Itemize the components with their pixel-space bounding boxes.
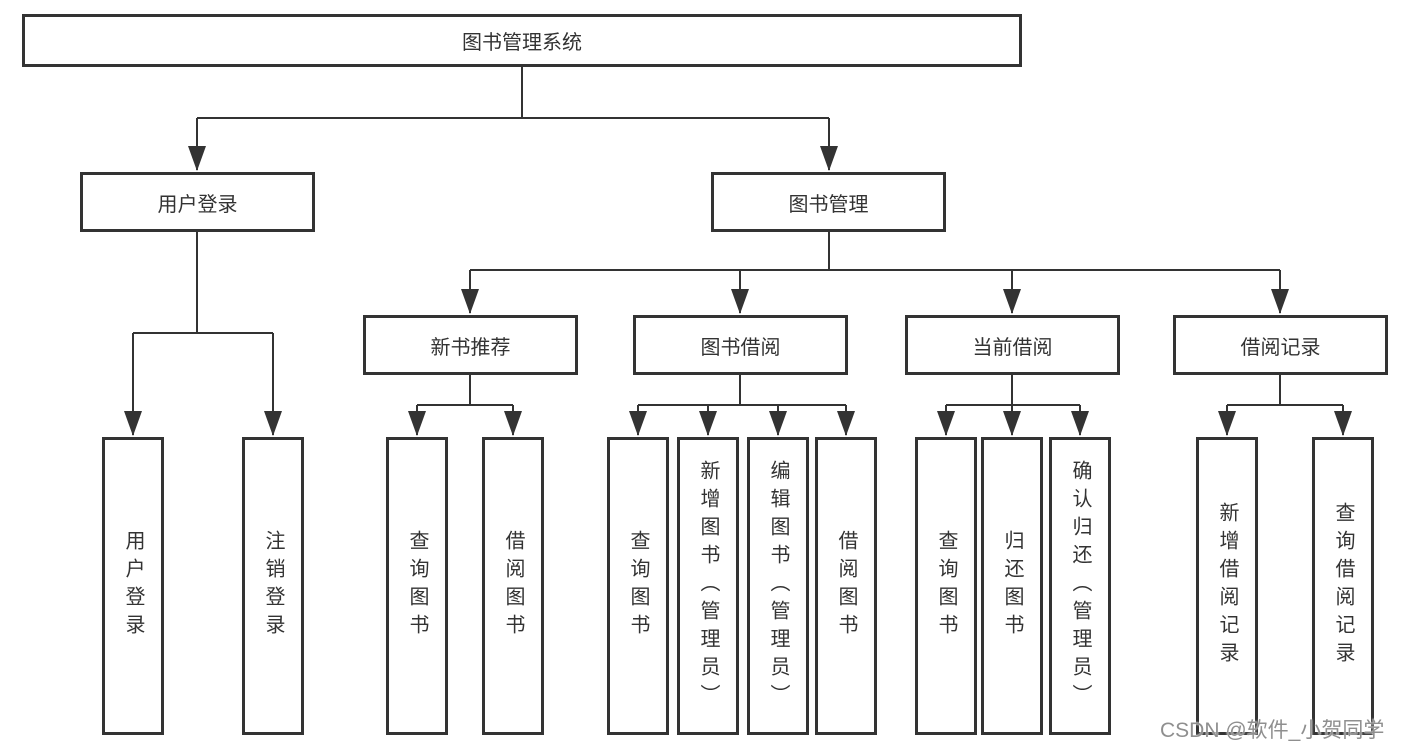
node-current-borrow: 当前借阅 xyxy=(905,315,1120,375)
node-borrow-records: 借阅记录 xyxy=(1173,315,1388,375)
leaf-return-book: 归还图书 xyxy=(981,437,1043,735)
leaf-confirm-return-admin-label: 确认归还（管理员） xyxy=(1069,460,1091,712)
leaf-logout-label: 注销登录 xyxy=(262,530,284,642)
node-system: 图书管理系统 xyxy=(22,14,1022,67)
leaf-borrow-books-label: 借阅图书 xyxy=(835,530,857,642)
node-system-label: 图书管理系统 xyxy=(462,32,582,54)
leaf-add-borrow-record-label: 新增借阅记录 xyxy=(1216,502,1238,670)
csdn-watermark: CSDN @软件_小贺同学 xyxy=(1160,719,1385,742)
leaf-return-book-label: 归还图书 xyxy=(1001,530,1023,642)
leaf-query-books-recommend-label: 查询图书 xyxy=(406,530,428,642)
leaf-edit-book-admin-label: 编辑图书（管理员） xyxy=(767,460,789,712)
leaf-query-books-recommend: 查询图书 xyxy=(386,437,448,735)
node-borrow-records-label: 借阅记录 xyxy=(1240,336,1321,359)
leaf-logout: 注销登录 xyxy=(242,437,304,735)
leaf-borrow-books-recommend: 借阅图书 xyxy=(482,437,544,735)
node-book-management-label: 图书管理 xyxy=(788,193,869,216)
leaf-query-borrow-record: 查询借阅记录 xyxy=(1312,437,1374,735)
leaf-query-books-current: 查询图书 xyxy=(915,437,977,735)
leaf-borrow-books: 借阅图书 xyxy=(815,437,877,735)
leaf-query-borrow-record-label: 查询借阅记录 xyxy=(1332,502,1354,670)
leaf-borrow-books-recommend-label: 借阅图书 xyxy=(502,530,524,642)
leaf-user-login-label: 用户登录 xyxy=(122,530,144,642)
node-current-borrow-label: 当前借阅 xyxy=(972,336,1053,359)
node-book-borrow-label: 图书借阅 xyxy=(700,336,781,359)
node-book-management: 图书管理 xyxy=(711,172,946,232)
leaf-add-borrow-record: 新增借阅记录 xyxy=(1196,437,1258,735)
node-user-login: 用户登录 xyxy=(80,172,315,232)
leaf-query-books-borrow: 查询图书 xyxy=(607,437,669,735)
leaf-query-books-current-label: 查询图书 xyxy=(935,530,957,642)
node-new-book-recommend-label: 新书推荐 xyxy=(430,336,511,359)
leaf-query-books-borrow-label: 查询图书 xyxy=(627,530,649,642)
leaf-confirm-return-admin: 确认归还（管理员） xyxy=(1049,437,1111,735)
leaf-add-book-admin-label: 新增图书（管理员） xyxy=(697,460,719,712)
node-new-book-recommend: 新书推荐 xyxy=(363,315,578,375)
node-book-borrow: 图书借阅 xyxy=(633,315,848,375)
leaf-edit-book-admin: 编辑图书（管理员） xyxy=(747,437,809,735)
leaf-add-book-admin: 新增图书（管理员） xyxy=(677,437,739,735)
leaf-user-login: 用户登录 xyxy=(102,437,164,735)
node-user-login-label: 用户登录 xyxy=(157,193,238,216)
